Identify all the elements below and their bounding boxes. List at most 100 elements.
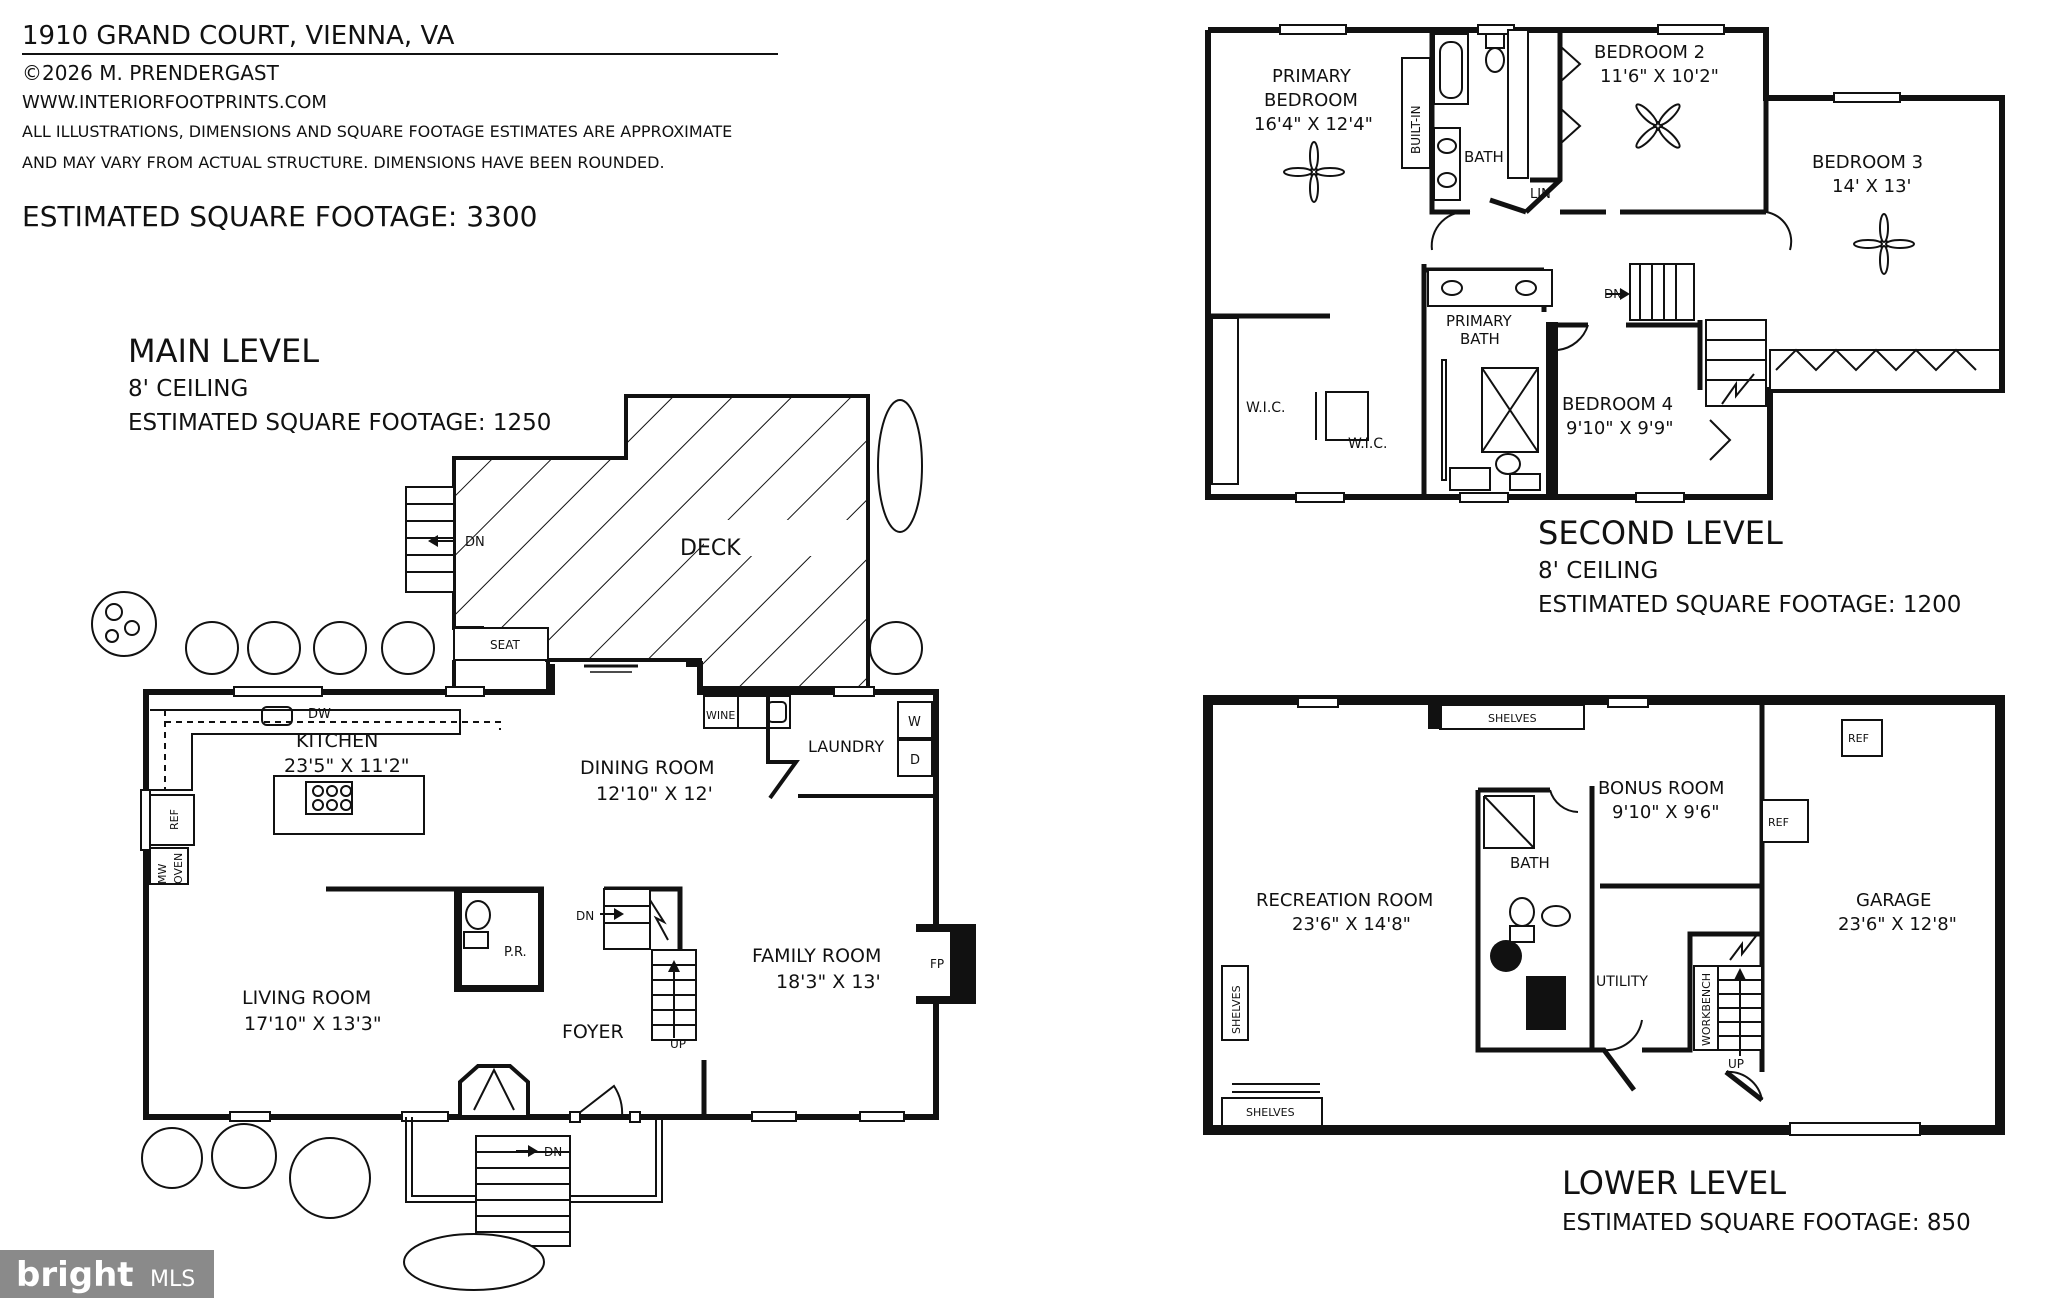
main-level-sqft: ESTIMATED SQUARE FOOTAGE: 1250 — [128, 410, 551, 436]
primary-bedroom-label-1: PRIMARY — [1272, 66, 1352, 87]
hall-bath-label: BATH — [1464, 148, 1504, 166]
wine-label: WINE — [706, 709, 735, 722]
primary-bath-label-2: BATH — [1460, 330, 1500, 348]
lower-level-outer-wall — [1203, 695, 2005, 1135]
second-stair-dn: DN — [1604, 287, 1622, 301]
lower-shelves-left: SHELVES — [1230, 985, 1243, 1034]
bedroom4-dimensions: 9'10" X 9'9" — [1566, 418, 1674, 439]
disclaimer-line-1: ALL ILLUSTRATIONS, DIMENSIONS AND SQUARE… — [22, 122, 732, 141]
address-title: 1910 GRAND COURT, VIENNA, VA — [22, 21, 455, 51]
garage-label: GARAGE — [1856, 890, 1931, 911]
washer — [897, 701, 933, 739]
washer-label: W — [908, 715, 921, 730]
main-level-title: MAIN LEVEL — [128, 332, 319, 370]
ceiling-fan-icons — [1283, 103, 1915, 275]
deck-label: DECK — [680, 536, 741, 561]
main-level: MAIN LEVEL 8' CEILING ESTIMATED SQUARE F… — [0, 332, 976, 1298]
living-room-label: LIVING ROOM — [242, 987, 371, 1009]
main-stair-dn: DN — [576, 909, 594, 923]
header: 1910 GRAND COURT, VIENNA, VA ©2026 M. PR… — [22, 21, 778, 233]
second-level-ceiling: 8' CEILING — [1538, 558, 1658, 584]
foyer-label: FOYER — [562, 1021, 624, 1043]
built-in-label: BUILT-IN — [1409, 105, 1423, 154]
living-room-dimensions: 17'10" X 13'3" — [244, 1013, 382, 1035]
lower-shelves-top: SHELVES — [1488, 712, 1537, 725]
front-stair-dn: DN — [544, 1145, 562, 1159]
main-windows — [140, 686, 905, 1122]
wic-label-2: W.I.C. — [1348, 436, 1388, 452]
bedroom3-label: BEDROOM 3 — [1812, 152, 1923, 173]
garage-dimensions: 23'6" X 12'8" — [1838, 914, 1957, 935]
closets — [1211, 29, 2001, 491]
second-level-stairs — [1629, 263, 1767, 407]
main-level-ceiling: 8' CEILING — [128, 376, 248, 402]
watermark-badge — [0, 1250, 214, 1298]
refrigerator — [149, 794, 195, 846]
bedroom2-label: BEDROOM 2 — [1594, 42, 1705, 63]
ref-label: REF — [168, 809, 181, 830]
main-stair-up: UP — [670, 1037, 686, 1051]
dryer — [897, 739, 933, 777]
laundry-label: LAUNDRY — [808, 737, 884, 756]
recreation-room-dimensions: 23'6" X 14'8" — [1292, 914, 1411, 935]
primary-bath-label-1: PRIMARY — [1446, 312, 1513, 330]
water-heater — [1490, 940, 1522, 972]
shrub-icons — [91, 399, 923, 1291]
oven-label: OVEN — [172, 853, 185, 884]
dining-room-dimensions: 12'10" X 12' — [596, 783, 713, 805]
kitchen-counters — [150, 706, 501, 791]
wine-cabinet — [703, 695, 739, 729]
fp-label: FP — [930, 957, 944, 971]
kitchen-label: KITCHEN — [296, 730, 378, 752]
lower-stair-up: UP — [1728, 1057, 1744, 1071]
family-room-label: FAMILY ROOM — [752, 945, 881, 967]
powder-room-toilet — [465, 900, 491, 930]
bath-fixtures — [1401, 33, 1553, 491]
dishwasher-label: DW — [308, 707, 331, 722]
powder-room-label: P.R. — [504, 945, 527, 960]
deck-dn: DN — [465, 535, 485, 550]
watermark-mls: MLS — [150, 1267, 195, 1292]
total-square-footage: ESTIMATED SQUARE FOOTAGE: 3300 — [22, 200, 537, 233]
bedroom2-dimensions: 11'6" X 10'2" — [1600, 66, 1719, 87]
microwave-oven — [149, 847, 189, 885]
bedroom4-wall — [1546, 322, 1558, 497]
seat-label: SEAT — [490, 638, 520, 652]
lower-level-sqft: ESTIMATED SQUARE FOOTAGE: 850 — [1562, 1210, 1971, 1236]
mw-label: MW — [156, 864, 169, 884]
deck-label-bg — [704, 520, 854, 556]
deck-stairs — [405, 486, 455, 593]
seat — [453, 627, 549, 661]
bonus-room-dimensions: 9'10" X 9'6" — [1612, 802, 1720, 823]
copyright: ©2026 M. PRENDERGAST — [22, 61, 280, 85]
linen-label: LIN — [1530, 187, 1551, 202]
family-room-dimensions: 18'3" X 13' — [776, 971, 881, 993]
workbench-label: WORKBENCH — [1700, 973, 1713, 1046]
recreation-room-label: RECREATION ROOM — [1256, 890, 1433, 911]
utility-label: UTILITY — [1596, 974, 1648, 990]
primary-bedroom-dimensions: 16'4" X 12'4" — [1254, 114, 1373, 135]
bedroom4-label: BEDROOM 4 — [1562, 394, 1673, 415]
lower-shelves-bottom: SHELVES — [1246, 1106, 1295, 1119]
laundry-wall — [766, 692, 800, 800]
bonus-room-label: BONUS ROOM — [1598, 778, 1724, 799]
kitchen-dimensions: 23'5" X 11'2" — [284, 755, 410, 777]
lower-level-title: LOWER LEVEL — [1562, 1164, 1786, 1202]
lower-bath-label: BATH — [1510, 854, 1550, 872]
second-level-outer-wall — [1205, 27, 2005, 500]
disclaimer-line-2: AND MAY VARY FROM ACTUAL STRUCTURE. DIME… — [22, 153, 665, 172]
main-wall-north-left — [143, 664, 555, 864]
front-entry — [405, 1064, 663, 1247]
second-level: DN — [1205, 24, 2005, 618]
second-level-sqft: ESTIMATED SQUARE FOOTAGE: 1200 — [1538, 592, 1961, 618]
primary-bedroom-label-2: BEDROOM — [1264, 90, 1358, 111]
dining-room-label: DINING ROOM — [580, 757, 715, 779]
furnace — [1526, 976, 1566, 1030]
watermark-brand: bright — [16, 1255, 134, 1295]
dryer-label: D — [910, 753, 920, 768]
website: WWW.INTERIORFOOTPRINTS.COM — [22, 92, 327, 113]
lower-ref-1: REF — [1848, 732, 1869, 745]
bar-sink — [737, 695, 791, 729]
